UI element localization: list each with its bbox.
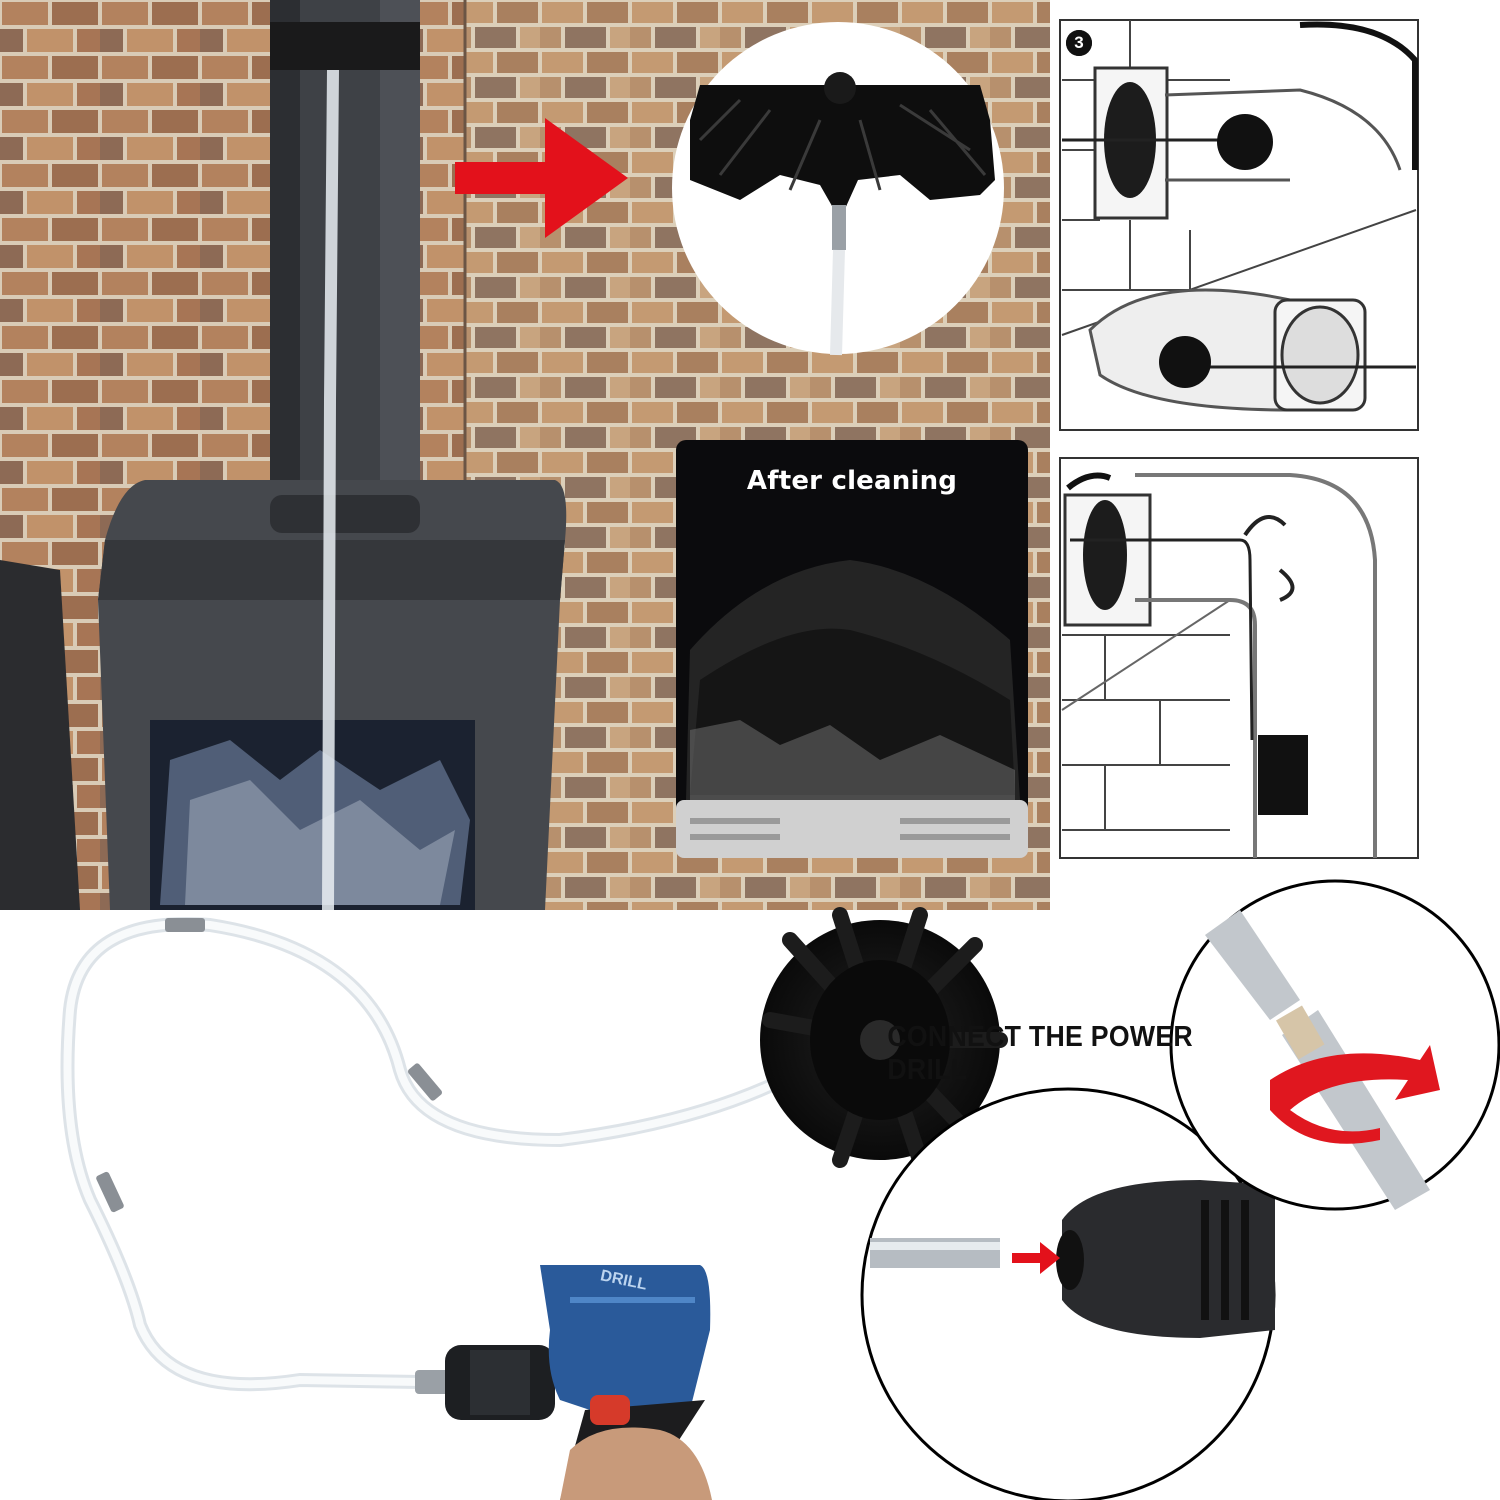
connect-drill-label: CONNECT THE POWER DRILL <box>887 1021 1193 1086</box>
step-number-badge: 3 <box>1066 30 1092 56</box>
after-cleaning-label: After cleaning <box>746 466 958 496</box>
rotate-arrow-icon <box>1270 1045 1440 1144</box>
power-drill <box>415 1265 712 1500</box>
thread-closeup <box>1205 910 1440 1210</box>
chimney-brush-head <box>760 907 1008 1168</box>
neighbor-stove-edge <box>0 560 80 910</box>
brush-rod <box>322 69 339 911</box>
diagram-step-3 <box>1059 19 1419 431</box>
stove-collar <box>270 495 420 533</box>
pipe-brush-in-pipe <box>270 22 420 70</box>
diagram-rotation <box>1059 457 1419 859</box>
drill-chuck-closeup <box>1056 1180 1275 1338</box>
brush-closeup <box>690 72 995 356</box>
rod-connectors <box>96 918 837 1213</box>
red-arrow-insert <box>1012 1242 1060 1274</box>
red-arrow-right <box>455 118 628 238</box>
